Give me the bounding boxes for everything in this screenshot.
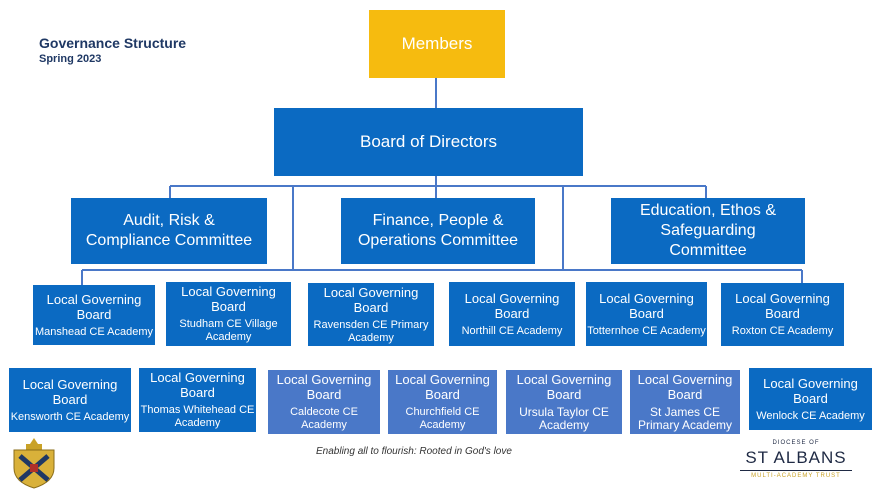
- logo-bottom-text: MULTI-ACADEMY TRUST: [751, 473, 841, 479]
- lgb-title: Local Governing Board: [323, 284, 419, 315]
- lgb-title: Local Governing Board: [150, 370, 245, 400]
- academy-name: Churchfield CE Academy: [405, 406, 480, 431]
- logo-divider: [740, 470, 852, 471]
- lgb-totternhoe: Local Governing Board Totternhoe CE Acad…: [586, 282, 707, 346]
- members-label: Members: [401, 34, 473, 53]
- page-title: Governance Structure: [39, 35, 187, 51]
- lgb-ravensden: Local Governing Board Ravensden CE Prima…: [308, 283, 434, 346]
- page-subtitle: Spring 2023: [39, 53, 102, 65]
- academy-name: Manshead CE Academy: [34, 325, 153, 338]
- academy-name: Wenlock CE Academy: [756, 409, 865, 422]
- committee-audit: Audit, Risk & Compliance Committee: [71, 198, 267, 264]
- lgb-studham: Local Governing Board Studham CE Village…: [166, 282, 291, 346]
- committee-label: Audit, Risk & Compliance Committee: [85, 212, 253, 249]
- committee-label: Finance, People & Operations Committee: [357, 212, 519, 249]
- lgb-title: Local Governing Board: [181, 284, 276, 314]
- lgb-manshead: Local Governing Board Manshead CE Academ…: [33, 285, 155, 345]
- academy-name: Kensworth CE Academy: [10, 410, 130, 423]
- tagline: Enabling all to flourish: Rooted in God'…: [316, 446, 512, 457]
- lgb-title: Local Governing Board: [22, 376, 118, 407]
- academy-name: Studham CE Village Academy: [179, 318, 278, 343]
- lgb-ursula-taylor: Local Governing Board Ursula Taylor CE A…: [506, 370, 622, 434]
- academy-name: Caldecote CE Academy: [290, 406, 358, 431]
- lgb-st-james: Local Governing Board St James CE Primar…: [630, 370, 740, 434]
- lgb-roxton: Local Governing Board Roxton CE Academy: [721, 283, 844, 346]
- lgb-title: Local Governing Board: [637, 372, 733, 402]
- diocese-crest-logo: [13, 438, 55, 489]
- lgb-title: Local Governing Board: [46, 291, 142, 322]
- committee-education: Education, Ethos & Safeguarding Committe…: [611, 198, 805, 264]
- lgb-title: Local Governing Board: [735, 291, 830, 321]
- lgb-title: Local Governing Board: [763, 375, 858, 406]
- lgb-title: Local Governing Board: [464, 290, 560, 321]
- academy-name: Ravensden CE Primary Academy: [313, 318, 429, 344]
- lgb-title: Local Governing Board: [516, 372, 612, 402]
- board-of-directors-box: Board of Directors: [274, 108, 583, 176]
- lgb-churchfield: Local Governing Board Churchfield CE Aca…: [388, 370, 497, 434]
- logo-top-text: DIOCESE OF: [772, 440, 820, 446]
- lgb-thomas-whitehead: Local Governing Board Thomas Whitehead C…: [139, 368, 256, 432]
- members-box: Members: [369, 10, 505, 78]
- lgb-wenlock: Local Governing Board Wenlock CE Academy: [749, 368, 872, 430]
- lgb-title: Local Governing Board: [395, 372, 490, 402]
- academy-name: Thomas Whitehead CE Academy: [140, 404, 255, 429]
- lgb-northill: Local Governing Board Northill CE Academ…: [449, 282, 575, 346]
- academy-name: Ursula Taylor CE Academy: [519, 405, 609, 432]
- lgb-caldecote: Local Governing Board Caldecote CE Acade…: [268, 370, 380, 434]
- academy-name: Totternhoe CE Academy: [587, 324, 706, 337]
- academy-name: Roxton CE Academy: [731, 325, 834, 337]
- board-label: Board of Directors: [360, 132, 497, 151]
- lgb-kensworth: Local Governing Board Kensworth CE Acade…: [9, 368, 131, 432]
- logo-main-text: ST ALBANS: [745, 448, 847, 467]
- lgb-title: Local Governing Board: [276, 372, 372, 402]
- lgb-title: Local Governing Board: [599, 290, 694, 321]
- academy-name: Northill CE Academy: [461, 324, 563, 337]
- st-albans-logo: DIOCESE OF ST ALBANS MULTI-ACADEMY TRUST: [730, 440, 862, 479]
- committee-finance: Finance, People & Operations Committee: [341, 198, 535, 264]
- committee-label: Education, Ethos & Safeguarding Committe…: [639, 202, 777, 259]
- academy-name: St James CE Primary Academy: [637, 405, 733, 432]
